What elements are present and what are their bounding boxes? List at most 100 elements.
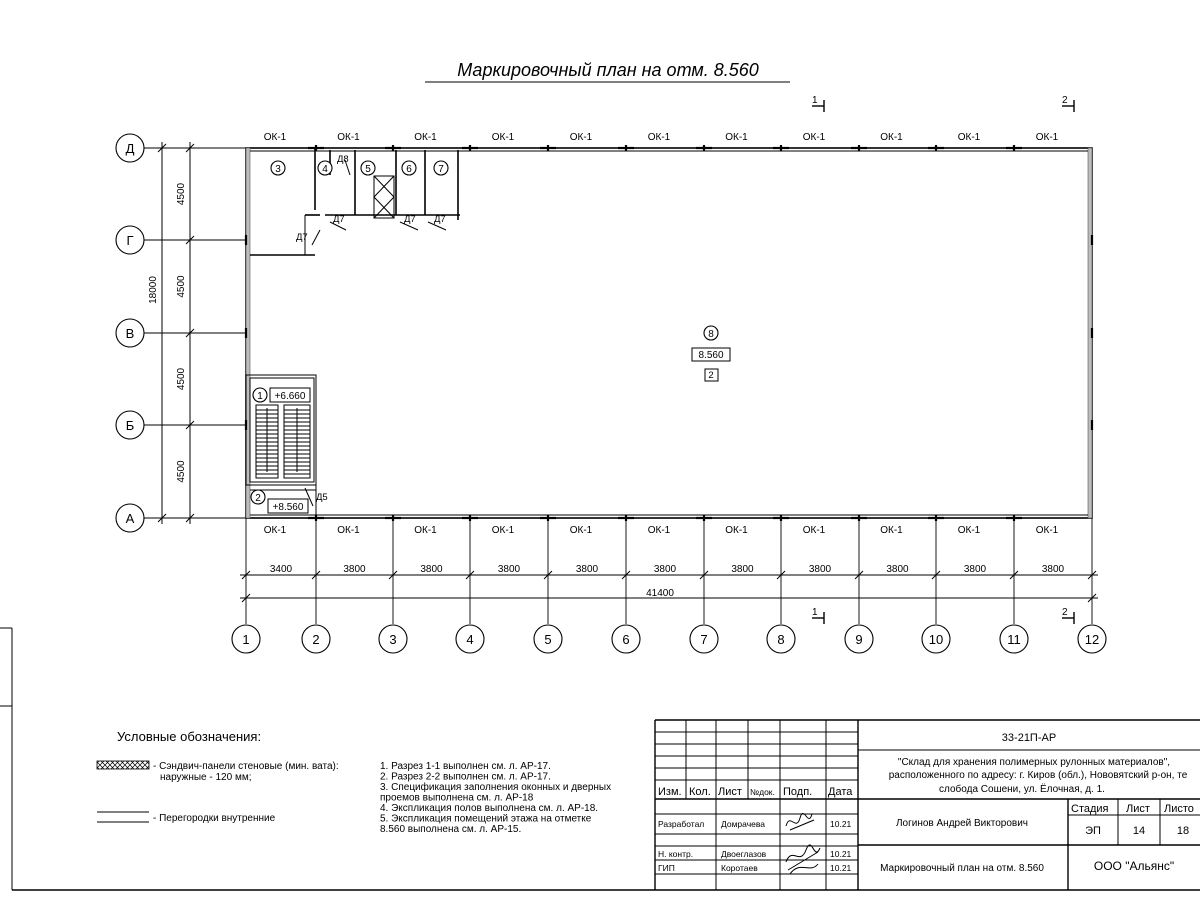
window-mark-bottom: ОК-1 bbox=[725, 525, 748, 536]
note-line-1: 1. Разрез 1-1 выполнен см. л. АР-17. bbox=[380, 761, 551, 772]
legend: Условные обозначения: - Сэндвич-панели с… bbox=[96, 729, 339, 824]
grid-bubble-9 bbox=[844, 624, 874, 654]
row1-role: Разработал bbox=[658, 819, 704, 829]
grid-bubble-Б bbox=[115, 410, 145, 440]
dim-tick bbox=[465, 570, 475, 580]
grid-bubble-Д bbox=[115, 133, 145, 163]
room-1-level: +6.660 bbox=[275, 391, 306, 402]
grid-number-11: 11 bbox=[1007, 632, 1021, 647]
dim-bay: 3800 bbox=[809, 564, 832, 575]
grid-lines bbox=[144, 147, 1093, 624]
section-marks: 1 2 1 2 bbox=[812, 95, 1075, 624]
note-line-6: 5. Экспликация помещений этажа на отметк… bbox=[380, 814, 592, 825]
window-mark-bottom: ОК-1 bbox=[1036, 525, 1059, 536]
legend-item-1-line-1: - Сэндвич-панели стеновые (мин. вата): bbox=[153, 761, 339, 772]
room-2-number: 2 bbox=[255, 493, 261, 504]
hdr-kol: Кол. bbox=[689, 786, 711, 798]
dim-tick bbox=[185, 513, 195, 523]
window-mark-bottom: ОК-1 bbox=[570, 525, 593, 536]
grid-number-10: 10 bbox=[929, 632, 943, 647]
room-4-number: 4 bbox=[322, 164, 328, 175]
dim-span: 4500 bbox=[176, 275, 187, 298]
grid-number-1: 1 bbox=[242, 632, 249, 647]
grid-letter-Г: Г bbox=[126, 233, 133, 248]
door-d8-label: Д8 bbox=[337, 154, 349, 165]
room-1-number: 1 bbox=[257, 391, 263, 402]
window-mark-top: ОК-1 bbox=[880, 132, 903, 143]
dim-bay: 3800 bbox=[576, 564, 599, 575]
dim-span: 4500 bbox=[176, 182, 187, 205]
sheets-total: 18 bbox=[1177, 825, 1189, 837]
drawing-name: Маркировочный план на отм. 8.560 bbox=[880, 863, 1044, 874]
legend-item-2: - Перегородки внутренние bbox=[153, 813, 276, 824]
title-block: Изм. Кол. Лист №док. Подп. Дата Разработ… bbox=[654, 719, 1200, 890]
window-marks: ОК-1ОК-1ОК-1ОК-1ОК-1ОК-1ОК-1ОК-1ОК-1ОК-1… bbox=[264, 132, 1059, 536]
building-outline bbox=[245, 147, 1093, 519]
row1-name: Домрачева bbox=[721, 819, 765, 829]
hdr-data: Дата bbox=[828, 786, 853, 798]
grid-bubble-А bbox=[115, 503, 145, 533]
dim-tick bbox=[185, 143, 195, 153]
window-mark-top: ОК-1 bbox=[414, 132, 437, 143]
hdr-izm: Изм. bbox=[658, 786, 682, 798]
grid-bubble-10 bbox=[921, 624, 951, 654]
door-d7-label-d: Д7 bbox=[296, 232, 308, 243]
window-mark-top: ОК-1 bbox=[337, 132, 360, 143]
grid-bubble-1 bbox=[231, 624, 261, 654]
door-d7-label-b: Д7 bbox=[404, 214, 416, 225]
dim-tick bbox=[621, 570, 631, 580]
sheet-frame bbox=[0, 627, 1200, 891]
grid-letter-В: В bbox=[126, 326, 135, 341]
window-mark-top: ОК-1 bbox=[492, 132, 515, 143]
window-mark-top: ОК-1 bbox=[803, 132, 826, 143]
grid-bubble-4 bbox=[455, 624, 485, 654]
author-name: Логинов Андрей Викторович bbox=[896, 818, 1028, 829]
section-1-top: 1 bbox=[812, 95, 818, 106]
signature-kontrol bbox=[785, 844, 821, 875]
grid-bubble-8 bbox=[766, 624, 796, 654]
grid-letter-Б: Б bbox=[126, 418, 135, 433]
dim-tick bbox=[241, 593, 251, 603]
project-line-1: "Склад для хранения полимерных рулонных … bbox=[898, 757, 1170, 768]
dim-total-vertical: 18000 bbox=[148, 276, 159, 304]
hdr-podp: Подп. bbox=[783, 786, 812, 798]
dim-tick bbox=[157, 513, 167, 523]
window-mark-bottom: ОК-1 bbox=[803, 525, 826, 536]
row3-name: Коротаев bbox=[721, 863, 758, 873]
dim-bay: 3800 bbox=[343, 564, 366, 575]
grid-number-7: 7 bbox=[700, 632, 707, 647]
window-mark-top: ОК-1 bbox=[958, 132, 981, 143]
grid-bubble-3 bbox=[378, 624, 408, 654]
dim-tick bbox=[185, 420, 195, 430]
hdr-ndok: №док. bbox=[750, 787, 775, 797]
company-name: ООО "Альянс" bbox=[1094, 859, 1174, 873]
room-labels: 3 4 5 6 7 8 8.560 2 1 +6.660 2 +8.560 Д8… bbox=[250, 154, 731, 514]
window-mark-top: ОК-1 bbox=[725, 132, 748, 143]
dim-bay: 3800 bbox=[498, 564, 521, 575]
room-8-number: 8 bbox=[708, 329, 714, 340]
grid-bubble-Г bbox=[115, 225, 145, 255]
dim-tick bbox=[241, 570, 251, 580]
dim-bay: 3800 bbox=[1042, 564, 1065, 575]
room-8-level: 8.560 bbox=[698, 350, 723, 361]
project-line-2: расположенного по адресу: г. Киров (обл.… bbox=[889, 769, 1188, 781]
dim-span: 4500 bbox=[176, 367, 187, 390]
row1-date: 10.21 bbox=[830, 819, 852, 829]
dim-tick bbox=[854, 570, 864, 580]
note-line-5: 4. Экспликация полов выполнена см. л. АР… bbox=[380, 803, 598, 814]
dim-tick bbox=[699, 570, 709, 580]
grid-bubble-2 bbox=[301, 624, 331, 654]
dim-tick bbox=[1087, 593, 1097, 603]
window-mark-bottom: ОК-1 bbox=[337, 525, 360, 536]
grid-number-8: 8 bbox=[777, 632, 784, 647]
signature-razrabotal bbox=[785, 812, 815, 831]
grid-number-5: 5 bbox=[544, 632, 551, 647]
dim-bay: 3400 bbox=[270, 564, 293, 575]
drawing-title: Маркировочный план на отм. 8.560 bbox=[457, 60, 759, 80]
dim-tick bbox=[543, 570, 553, 580]
window-mark-bottom: ОК-1 bbox=[958, 525, 981, 536]
grid-letter-Д: Д bbox=[126, 141, 135, 156]
